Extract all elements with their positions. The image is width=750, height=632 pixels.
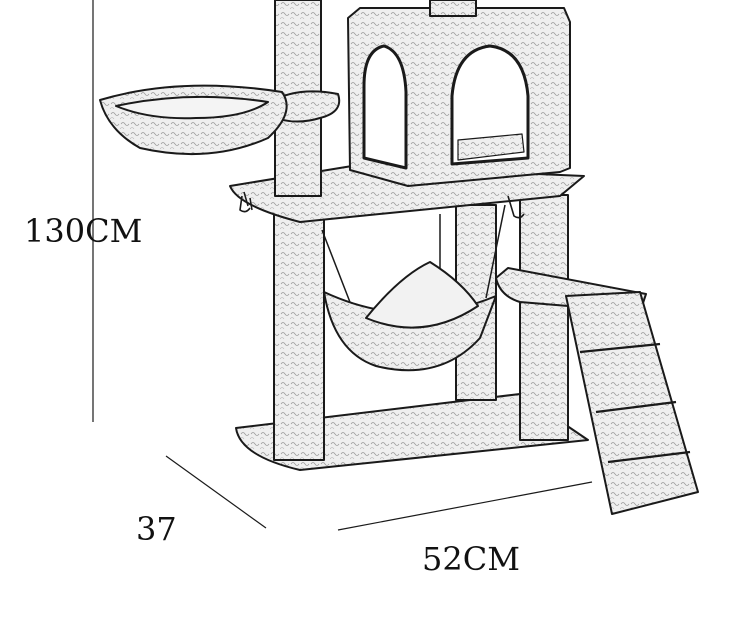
height-label: 130CM — [24, 212, 142, 250]
ladder-ramp — [565, 291, 699, 515]
front-post-left — [273, 207, 325, 461]
dimension-lines — [92, 0, 593, 531]
top-post — [429, 0, 477, 17]
depth-label: 37 — [136, 510, 177, 548]
width-label: 52CM — [422, 540, 520, 578]
depth-dimension-line — [165, 455, 267, 529]
round-basket — [99, 84, 288, 156]
basket-ring — [269, 90, 341, 123]
rear-post-right — [519, 194, 569, 441]
condo-box — [347, 7, 571, 187]
condo-door-right — [450, 44, 530, 166]
hammock — [321, 204, 506, 372]
cat-tree-illustration — [99, 0, 699, 515]
width-dimension-line — [337, 481, 593, 531]
condo-door-left — [362, 44, 408, 170]
